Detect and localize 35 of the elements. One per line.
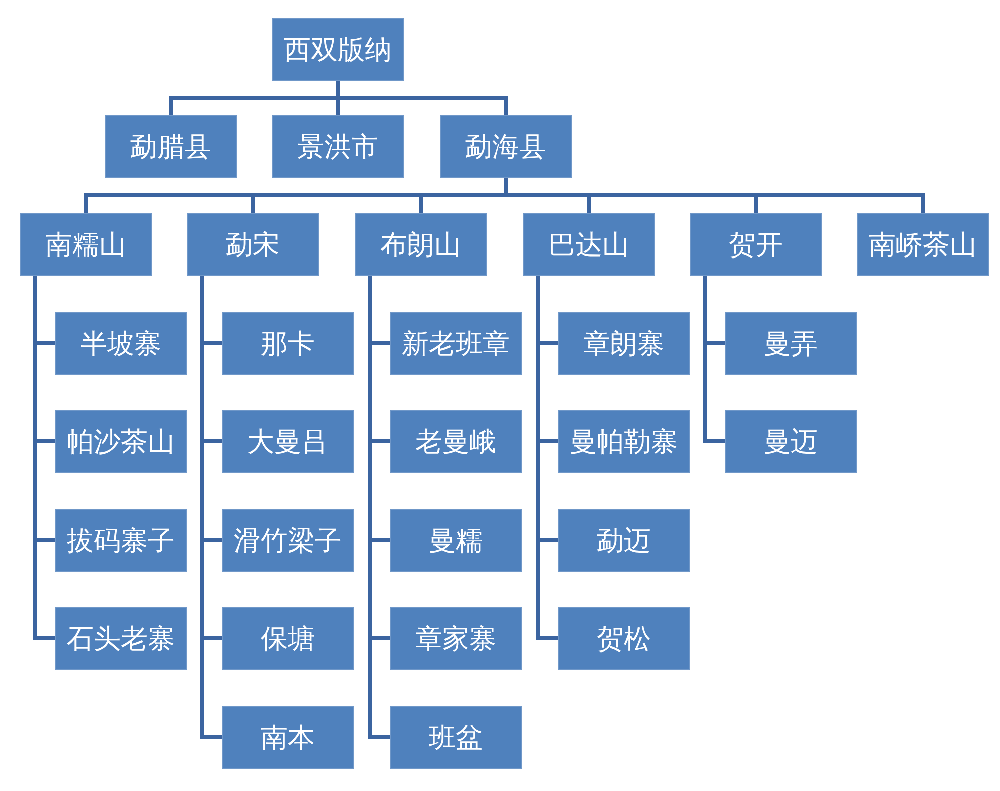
- org-box: 老曼峨: [390, 410, 522, 473]
- org-box: 曼弄: [725, 312, 857, 375]
- org-box: 保塘: [222, 607, 354, 670]
- org-box: 滑竹梁子: [222, 509, 354, 572]
- org-box: 景洪市: [272, 115, 404, 178]
- org-box: 南糯山: [20, 213, 152, 276]
- connector-line: [536, 276, 558, 640]
- org-box: 南峤茶山: [857, 213, 989, 276]
- org-box: 西双版纳: [272, 18, 404, 81]
- org-box: 新老班章: [390, 312, 522, 375]
- connector-line: [33, 276, 55, 640]
- org-box: 南本: [222, 706, 354, 769]
- connector-line: [336, 81, 508, 115]
- org-box: 布朗山: [355, 213, 487, 276]
- org-box: 石头老寨: [55, 607, 187, 670]
- org-box: 勐腊县: [105, 115, 237, 178]
- org-box: 章家寨: [390, 607, 522, 670]
- org-box: 拔码寨子: [55, 509, 187, 572]
- org-box: 曼帕勒寨: [558, 410, 690, 473]
- org-box: 曼迈: [725, 410, 857, 473]
- org-box: 半坡寨: [55, 312, 187, 375]
- org-box: 贺松: [558, 607, 690, 670]
- org-box: 巴达山: [523, 213, 655, 276]
- org-box: 章朗寨: [558, 312, 690, 375]
- org-box: 帕沙茶山: [55, 410, 187, 473]
- org-box: 勐迈: [558, 509, 690, 572]
- connector-line: [200, 276, 222, 740]
- org-box: 贺开: [690, 213, 822, 276]
- org-box: 大曼吕: [222, 410, 354, 473]
- org-box: 班盆: [390, 706, 522, 769]
- connector-line: [368, 276, 390, 740]
- org-box: 勐宋: [187, 213, 319, 276]
- org-box: 那卡: [222, 312, 354, 375]
- org-box: 勐海县: [440, 115, 572, 178]
- org-box: 曼糯: [390, 509, 522, 572]
